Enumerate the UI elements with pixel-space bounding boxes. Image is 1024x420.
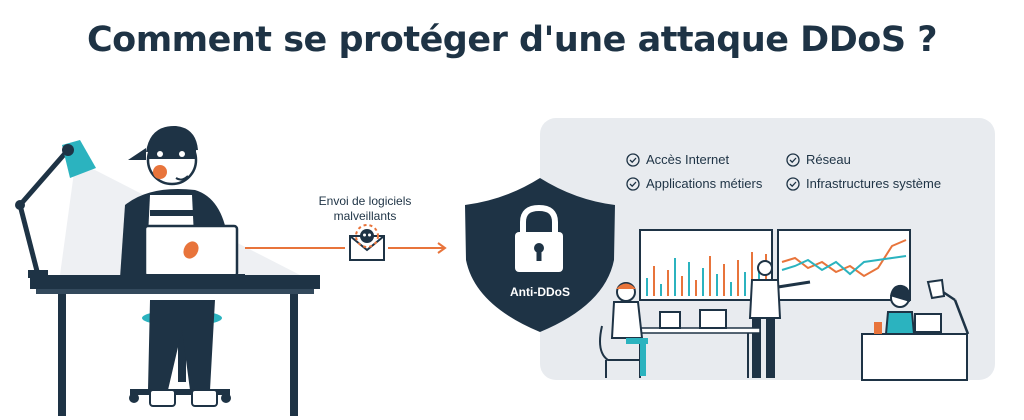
decor-bar xyxy=(744,272,746,296)
decor-bar xyxy=(723,264,725,296)
presenter xyxy=(748,260,811,378)
check-circle-icon xyxy=(626,152,640,167)
decor-bar xyxy=(716,274,718,296)
decor-bar xyxy=(646,278,648,296)
seated-person-right xyxy=(884,284,916,335)
protected-item-label: Réseau xyxy=(806,152,851,167)
send-label-line2: malveillants xyxy=(333,209,397,223)
send-label-line1: Envoi de logiciels xyxy=(318,194,412,208)
protected-item-label: Accès Internet xyxy=(646,152,730,167)
decor-bar xyxy=(709,256,711,296)
line-chart-board xyxy=(777,229,911,301)
decor-bar xyxy=(681,276,683,296)
protected-item-label: Applications métiers xyxy=(646,176,763,191)
padlock-icon xyxy=(515,204,563,272)
check-circle-icon xyxy=(786,176,800,191)
bar-chart-board xyxy=(639,229,773,301)
protected-item: Infrastructures système xyxy=(786,176,941,191)
protected-item: Applications métiers xyxy=(626,176,762,191)
decor-bar xyxy=(667,270,669,296)
decor-bar xyxy=(702,268,704,296)
check-circle-icon xyxy=(626,176,640,191)
laptop-icon xyxy=(135,224,245,279)
decor-bar xyxy=(730,282,732,296)
decor-bar xyxy=(751,252,753,296)
protected-item: Accès Internet xyxy=(626,152,729,167)
malware-envelope-icon xyxy=(349,224,385,261)
decor-bar xyxy=(660,284,662,296)
page-title: Comment se protéger d'une attaque DDoS ? xyxy=(86,20,938,60)
hacker-scene xyxy=(15,125,320,416)
lamp-icon xyxy=(15,140,96,278)
protected-item: Réseau xyxy=(786,152,851,167)
decor-bar xyxy=(674,258,676,296)
desk-lamp-icon xyxy=(926,278,970,335)
office-scene xyxy=(599,229,970,381)
attack-flow xyxy=(245,224,447,261)
check-circle-icon xyxy=(786,152,800,167)
desk xyxy=(30,275,320,416)
decor-bar xyxy=(688,262,690,296)
protected-item-label: Infrastructures système xyxy=(806,176,942,191)
decor-bar xyxy=(695,280,697,296)
decor-bar xyxy=(653,266,655,296)
seated-person-left xyxy=(599,282,648,378)
malware-send-label: Envoi de logiciels malveillants xyxy=(300,194,430,224)
shield-label: Anti-DDoS xyxy=(510,285,570,299)
anti-ddos-shield: Anti-DDoS xyxy=(465,178,615,332)
decor-bar xyxy=(737,260,739,296)
right-desk xyxy=(861,313,968,381)
